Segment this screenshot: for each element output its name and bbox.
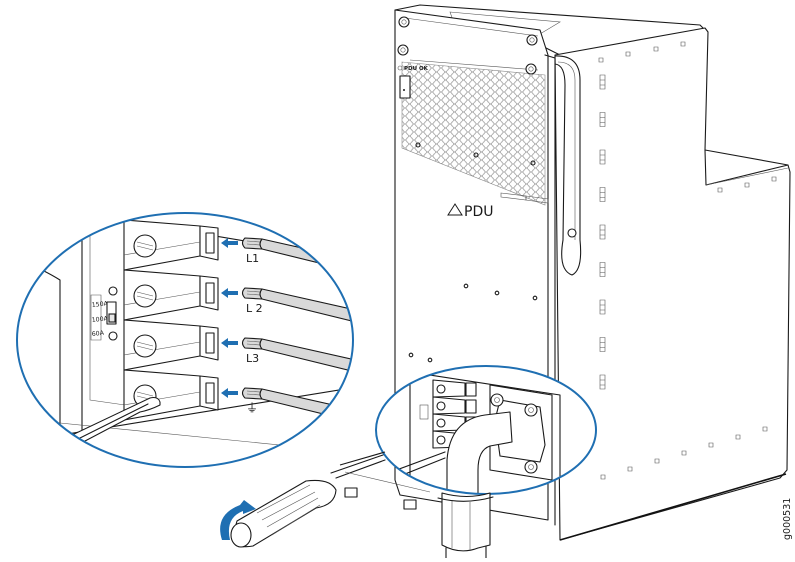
terminal-block-callout: 150A 100A 60A L1 L 2 L3 ⏚ <box>16 212 354 468</box>
panel-slot <box>599 149 606 165</box>
panel-screw <box>681 450 687 456</box>
panel-screw <box>627 466 633 472</box>
panel-screw <box>735 434 741 440</box>
panel-screw <box>600 474 606 480</box>
arrow-left-icon <box>221 238 238 248</box>
arrow-left-icon <box>221 338 238 348</box>
panel-slot <box>599 374 606 390</box>
terminal-area-inset <box>375 365 597 559</box>
panel-slot <box>599 74 606 90</box>
screwdriver <box>220 451 431 548</box>
panel-slot <box>599 112 606 127</box>
breaker-label-100a: 100A <box>91 315 108 324</box>
panel-slot <box>599 337 606 352</box>
pdu-logo-text: PDU <box>464 204 493 220</box>
thumbscrew <box>397 16 538 75</box>
ground-icon <box>221 388 238 398</box>
handle-screw <box>567 228 577 238</box>
side-panel-slots <box>598 41 777 480</box>
callout-circle <box>16 212 354 468</box>
warning-triangle-icon <box>447 203 463 216</box>
panel-slot <box>599 262 606 277</box>
terminal-label: L3 <box>246 352 259 365</box>
panel-screw <box>717 187 723 193</box>
panel-screw <box>708 442 714 448</box>
panel-screw <box>744 182 750 188</box>
terminal-block: L 2 <box>123 269 353 324</box>
panel-screw <box>762 426 768 432</box>
rotate-arrow-icon <box>220 500 256 540</box>
arrow-left-icon <box>221 288 238 298</box>
terminal-screw <box>133 334 157 358</box>
ventilation-mesh <box>401 61 546 206</box>
terminal-label: L 2 <box>246 302 263 315</box>
terminal-label: ⏚ <box>246 401 258 415</box>
figure-id-label: g000531 <box>782 498 793 540</box>
panel-screw <box>598 57 604 63</box>
power-cable <box>241 337 353 374</box>
panel-screw <box>680 41 686 47</box>
breaker-label-150a: 150A <box>91 300 108 309</box>
panel-screw <box>771 176 777 182</box>
panel-screw <box>654 458 660 464</box>
terminal-screw <box>133 234 157 258</box>
power-cable <box>241 287 353 324</box>
panel-slot <box>599 187 606 202</box>
panel-screw <box>625 51 631 57</box>
panel-slot <box>599 299 606 315</box>
terminal-screw <box>133 284 157 308</box>
breaker-selector: 150A 100A 60A <box>90 286 118 341</box>
terminal-block-small <box>432 396 477 415</box>
pdu-logo: PDU <box>447 203 493 220</box>
breaker-label-60a: 60A <box>91 330 105 338</box>
terminal-block: L1 <box>123 219 353 274</box>
panel-screw <box>653 46 659 52</box>
terminal-block-small <box>432 379 477 398</box>
status-led-label: PDU OK <box>404 66 429 72</box>
terminal-label: L1 <box>246 252 259 265</box>
terminal-block: L3 <box>123 319 353 374</box>
status-led-icon <box>397 65 403 71</box>
breaker-switch <box>106 301 117 325</box>
power-switch <box>399 75 411 99</box>
panel-slot <box>599 224 606 240</box>
